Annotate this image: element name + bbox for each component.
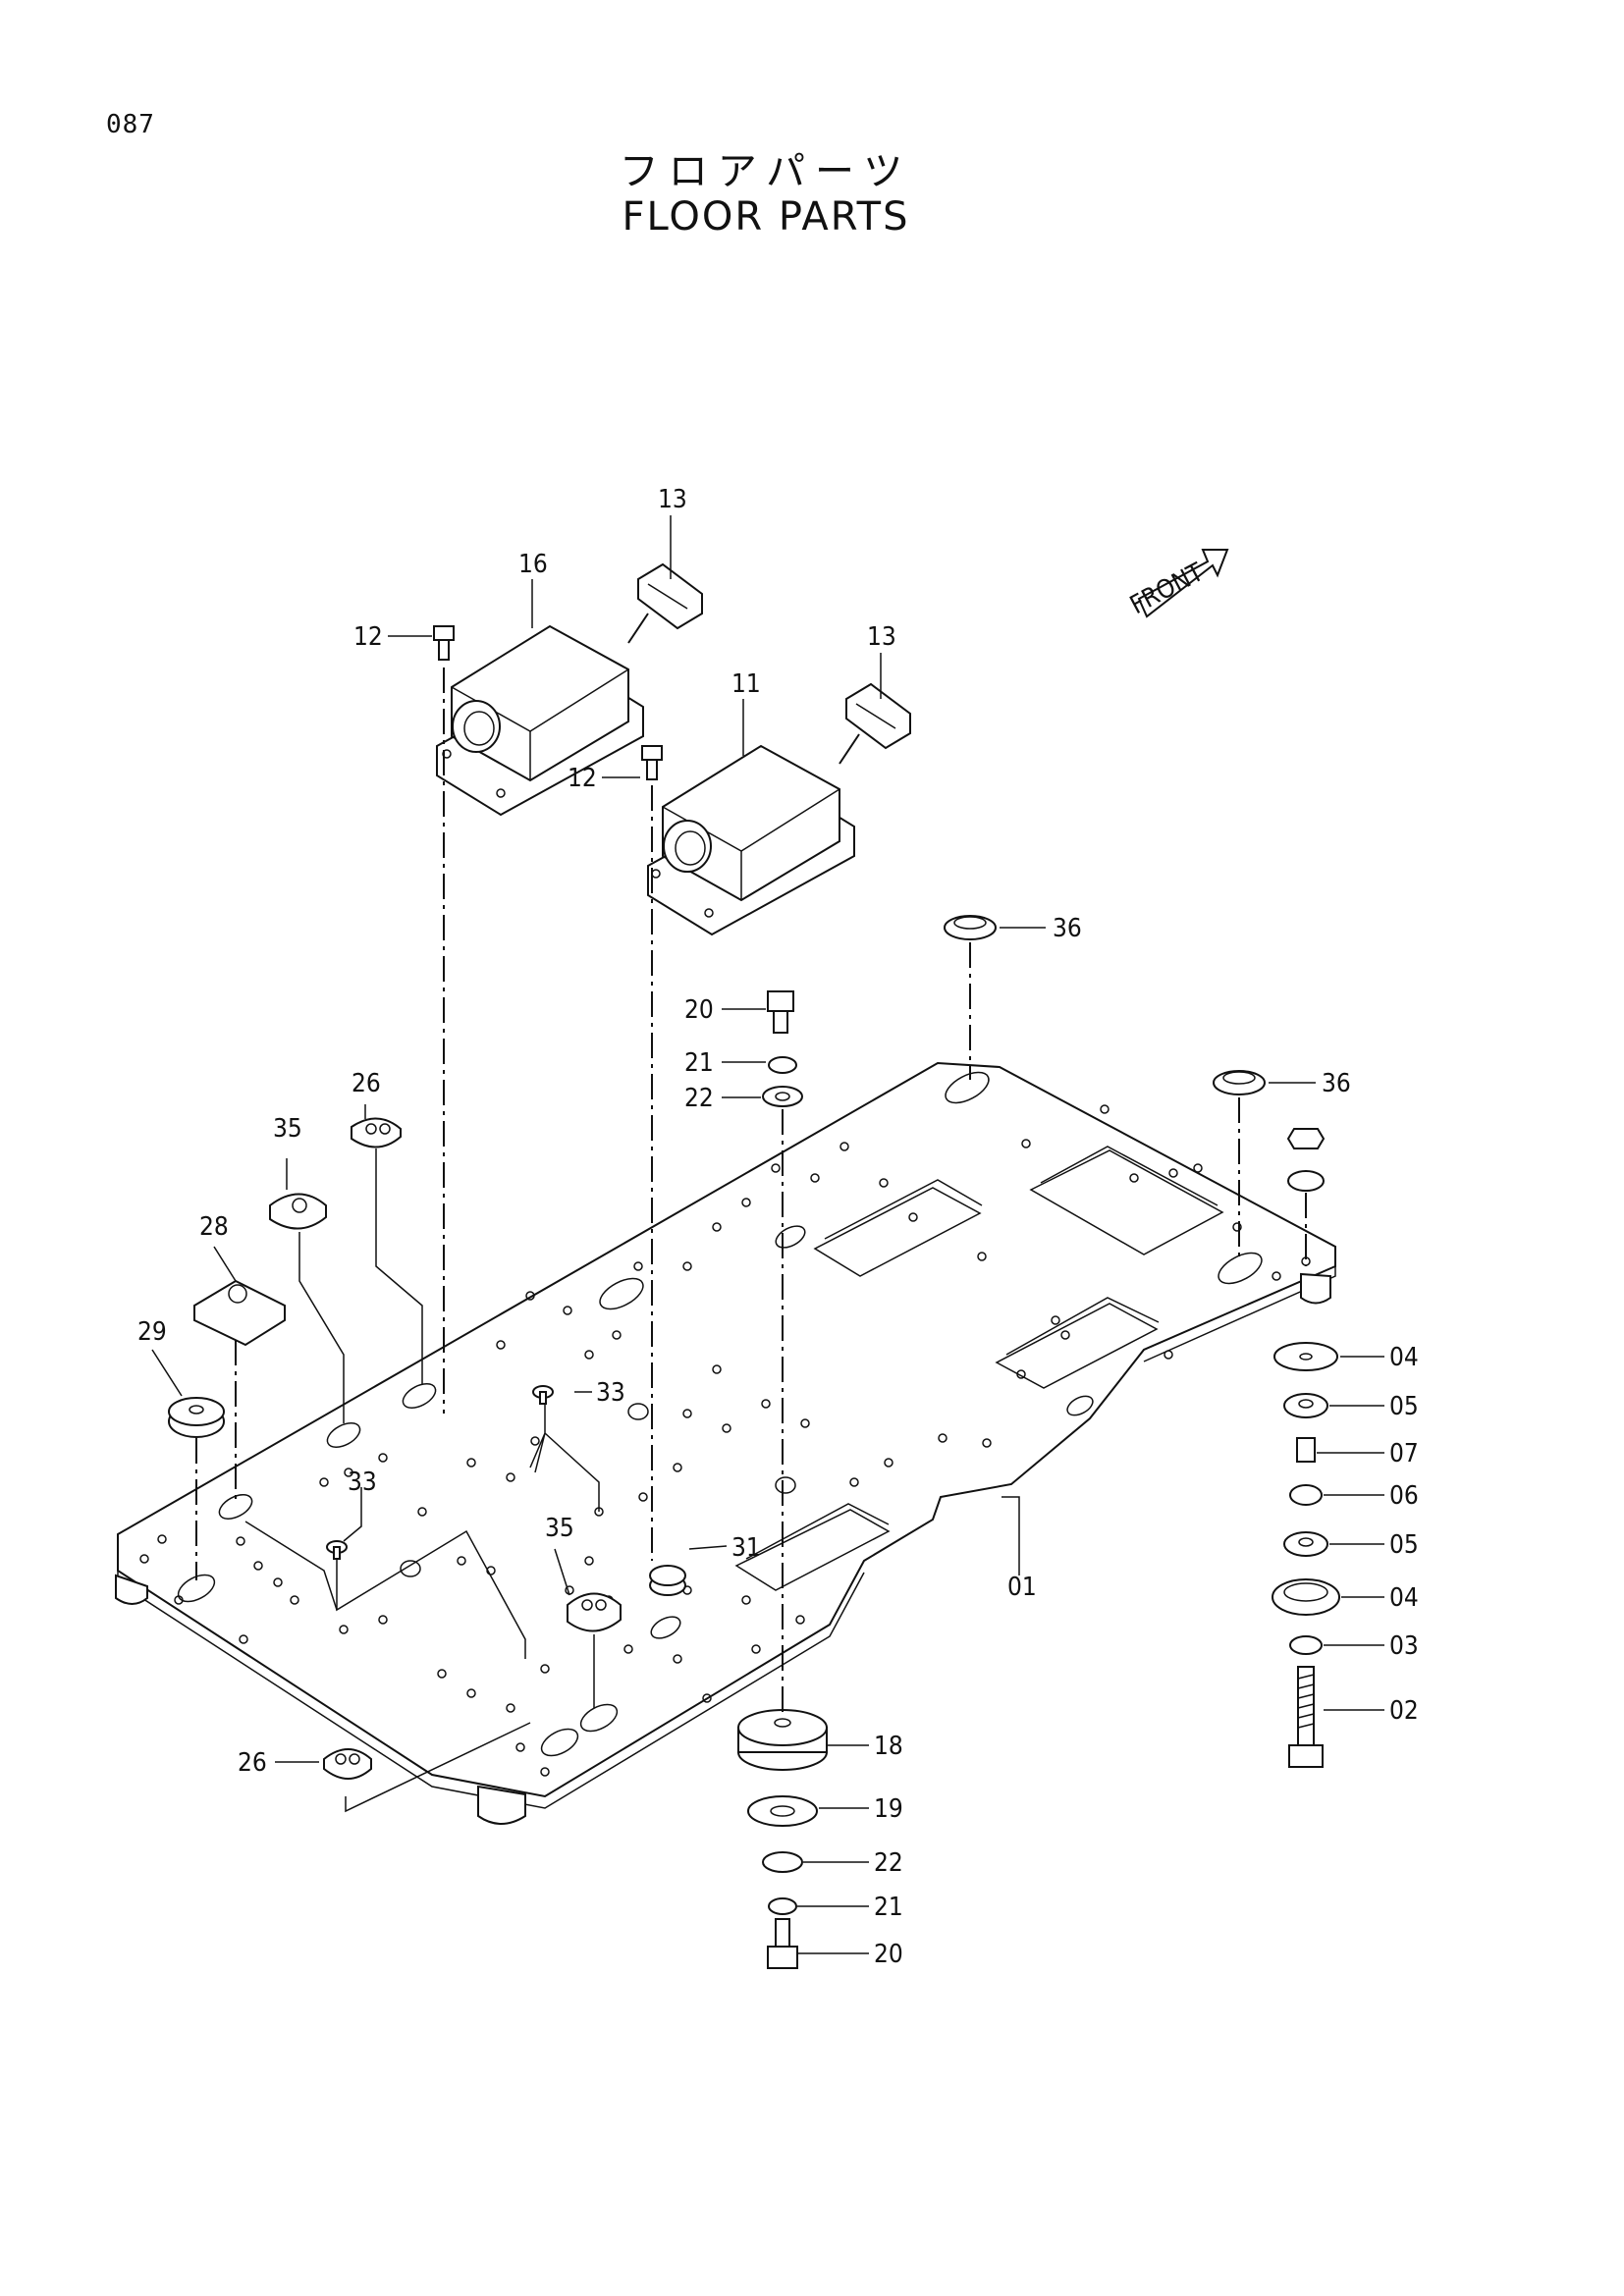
cap-13-lower xyxy=(845,682,911,750)
cab-box-16 xyxy=(436,613,649,817)
callout-21: 21 xyxy=(684,1048,714,1078)
callout-03: 03 xyxy=(1389,1631,1419,1661)
cushion-35-upper xyxy=(269,1193,327,1230)
page-number: 087 xyxy=(106,110,155,139)
callout-21: 21 xyxy=(874,1893,903,1922)
callout-13: 13 xyxy=(867,622,896,652)
cushion-06 xyxy=(1289,1484,1323,1506)
callout-05: 05 xyxy=(1389,1530,1419,1560)
cushion-35-lower xyxy=(567,1592,622,1632)
page-title-japanese: フロアパーツ xyxy=(619,149,913,194)
bolt-20-upper xyxy=(767,990,794,1012)
pad-29 xyxy=(168,1397,225,1438)
callout-12: 12 xyxy=(568,764,597,793)
rivet-33-lower xyxy=(326,1540,348,1560)
page-title-english: FLOOR PARTS xyxy=(622,194,910,240)
bolt-02 xyxy=(1288,1666,1324,1768)
grommet-36-upper xyxy=(944,915,997,940)
cushion-26-lower xyxy=(323,1748,372,1780)
washer-22-lower xyxy=(762,1851,803,1873)
callout-16: 16 xyxy=(518,550,548,579)
washer-22-upper xyxy=(762,1086,803,1107)
callout-04: 04 xyxy=(1389,1583,1419,1613)
callout-12: 12 xyxy=(353,622,383,652)
lock-washer-21-upper xyxy=(768,1056,797,1074)
callout-35: 35 xyxy=(273,1114,302,1144)
front-arrow-icon: FRONT xyxy=(1125,549,1229,620)
bolt-12-upper xyxy=(433,625,455,661)
callout-31: 31 xyxy=(731,1533,761,1563)
bolt-20-lower xyxy=(767,1918,798,1969)
pad-28 xyxy=(193,1279,286,1347)
rivet-33-upper xyxy=(532,1385,554,1405)
callout-13: 13 xyxy=(658,485,687,514)
plug-31 xyxy=(649,1565,686,1596)
callout-05: 05 xyxy=(1389,1392,1419,1421)
lock-washer-21-lower xyxy=(768,1897,797,1915)
callout-33: 33 xyxy=(348,1468,377,1497)
callout-33: 33 xyxy=(596,1378,625,1408)
callout-06: 06 xyxy=(1389,1481,1419,1511)
callout-02: 02 xyxy=(1389,1696,1419,1726)
callout-35: 35 xyxy=(545,1514,574,1543)
callout-29: 29 xyxy=(137,1317,167,1347)
cushion-05-lower xyxy=(1283,1531,1328,1557)
plate-04-upper xyxy=(1273,1342,1338,1371)
callout-01: 01 xyxy=(1007,1573,1037,1602)
callout-22: 22 xyxy=(684,1084,714,1113)
callout-04: 04 xyxy=(1389,1343,1419,1372)
callout-36: 36 xyxy=(1053,914,1082,943)
cushion-26-upper xyxy=(351,1117,402,1148)
nut-top-right xyxy=(1286,1128,1326,1149)
callout-22: 22 xyxy=(874,1848,903,1878)
washer-03 xyxy=(1289,1635,1323,1655)
callout-28: 28 xyxy=(199,1212,229,1242)
callout-11: 11 xyxy=(731,669,761,699)
cushion-05-upper xyxy=(1283,1393,1328,1418)
callout-18: 18 xyxy=(874,1732,903,1761)
front-label: FRONT xyxy=(1125,558,1209,620)
cab-box-11 xyxy=(647,733,860,936)
bolt-12-lower xyxy=(641,745,663,780)
callout-20: 20 xyxy=(684,995,714,1025)
callout-19: 19 xyxy=(874,1794,903,1824)
cap-13-upper xyxy=(637,562,703,630)
collar-07 xyxy=(1296,1437,1316,1463)
callout-07: 07 xyxy=(1389,1439,1419,1468)
callout-20: 20 xyxy=(874,1940,903,1969)
callout-36: 36 xyxy=(1322,1069,1351,1098)
plate-04-lower xyxy=(1272,1578,1340,1616)
callout-26: 26 xyxy=(352,1069,381,1098)
mount-18 xyxy=(737,1709,828,1771)
plate-19 xyxy=(747,1795,818,1827)
grommet-36-right xyxy=(1213,1070,1266,1095)
floor-plate xyxy=(115,1061,1336,1825)
callout-26: 26 xyxy=(238,1748,267,1778)
